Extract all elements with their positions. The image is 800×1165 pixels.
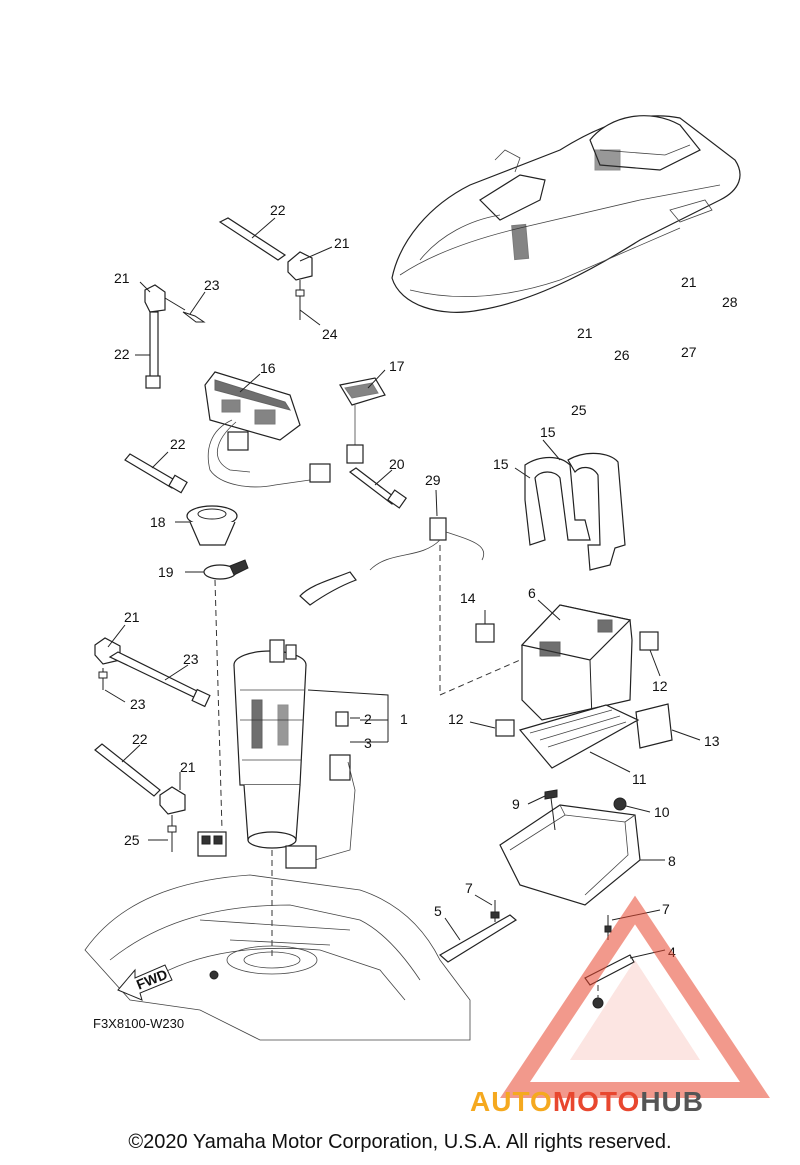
callout-21: 21 [114, 270, 130, 286]
watercraft-illustration [391, 115, 741, 313]
callout-3: 3 [364, 735, 372, 751]
copyright-footer: ©2020 Yamaha Motor Corporation, U.S.A. A… [128, 1131, 672, 1153]
callout-21: 21 [681, 274, 697, 290]
callout-1: 1 [400, 711, 408, 727]
watermark-moto: MOTO [552, 1086, 641, 1117]
watermark-hub: HUB [640, 1086, 704, 1117]
callout-labels: 22 21 21 23 24 22 16 17 22 20 29 18 19 2… [114, 202, 738, 993]
nut-10 [613, 797, 651, 813]
callout-7: 7 [465, 880, 473, 896]
battery-4 [520, 599, 633, 721]
callout-23: 23 [130, 696, 146, 712]
grommet-18 [175, 505, 238, 546]
bolt-7 [474, 894, 661, 940]
clamp-21-left [139, 281, 206, 323]
pads [469, 610, 701, 773]
callout-10: 10 [654, 804, 670, 820]
callout-12: 12 [652, 678, 668, 694]
hull-outline [84, 874, 471, 1041]
watermark-logo [500, 895, 770, 1098]
bracket-6 [438, 914, 518, 963]
clamp-21-top [287, 246, 333, 326]
callout-7: 7 [662, 901, 670, 917]
callout-21: 21 [577, 325, 593, 341]
callout-22: 22 [114, 346, 130, 362]
callout-25: 24 [322, 326, 338, 342]
callout-4: 6 [528, 585, 536, 601]
callout-18: 18 [150, 514, 166, 530]
callout-23: 25 [124, 832, 140, 848]
callout-27: 27 [681, 344, 697, 360]
callout-11: 11 [632, 771, 647, 787]
clamp-21-lower [148, 772, 186, 852]
cable-tie-22-mid [124, 451, 188, 494]
callout-16: 16 [260, 360, 276, 376]
cable-tie-20 [348, 467, 408, 509]
callout-15: 15 [540, 424, 556, 440]
callout-21: 21 [180, 759, 196, 775]
fuse-box-16 [204, 371, 331, 488]
watermark-text: AUTOMOTOHUB [470, 1086, 704, 1118]
callout-28: 28 [722, 294, 738, 310]
switch-17 [339, 369, 386, 464]
callout-17: 17 [389, 358, 405, 374]
harness-connectors [197, 831, 227, 857]
callout-29: 29 [425, 472, 441, 488]
diagram-code: F3X8100-W230 [93, 1016, 185, 1031]
watermark-auto: AUTO [470, 1086, 553, 1117]
fuel-pump-assembly [233, 639, 389, 960]
callout-24: 23 [183, 651, 199, 667]
callout-6: 5 [434, 903, 442, 919]
battery-straps-15 [514, 439, 626, 571]
callout-23: 23 [204, 277, 220, 293]
callout-22: 22 [132, 731, 148, 747]
callout-20: 20 [389, 456, 405, 472]
callout-8: 8 [668, 853, 676, 869]
cable-tie-22-lower [94, 743, 161, 797]
callout-9: 9 [512, 796, 520, 812]
callout-21: 21 [334, 235, 350, 251]
callout-14: 14 [460, 590, 476, 606]
callout-13: 13 [704, 733, 720, 749]
callout-25: 25 [571, 402, 587, 418]
callout-15: 15 [493, 456, 509, 472]
battery-tray-8 [499, 804, 665, 906]
sensor-29 [299, 489, 521, 696]
callout-22: 22 [170, 436, 186, 452]
callout-2: 2 [364, 711, 372, 727]
callout-26: 26 [614, 347, 630, 363]
callout-12: 12 [448, 711, 464, 727]
clamp-21-lower-left [94, 624, 211, 708]
cable-tie-22-left [135, 311, 161, 389]
callout-21: 21 [124, 609, 140, 625]
cable-tie-22-top [218, 217, 287, 261]
callout-22: 22 [270, 202, 286, 218]
hose-clamp-19 [185, 559, 249, 831]
bolt-9 [527, 789, 558, 831]
callout-19: 19 [158, 564, 174, 580]
